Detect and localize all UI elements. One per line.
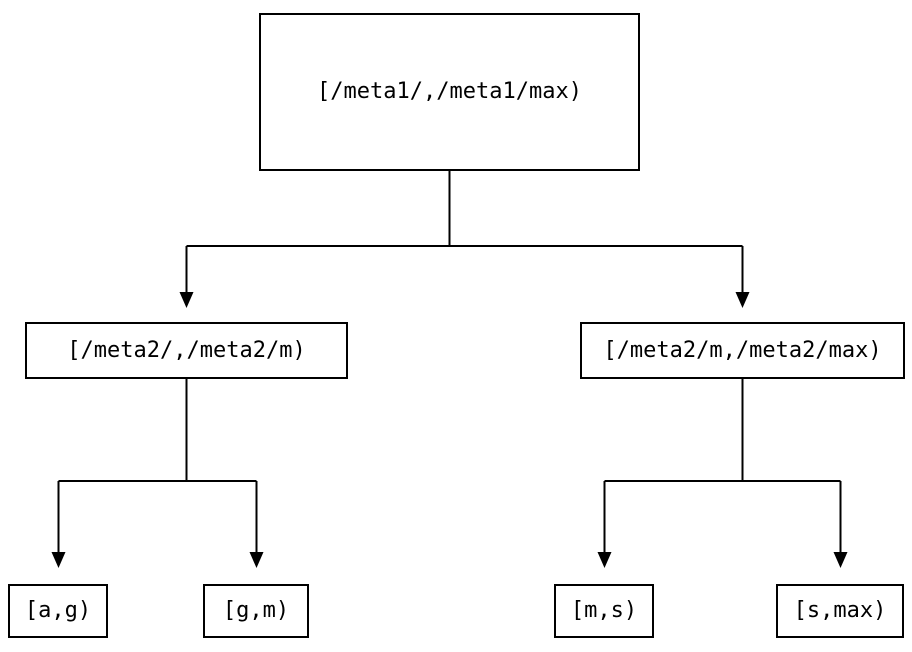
tree-node-leaf-ms: [m,s) [554, 584, 654, 638]
tree-node-root: [/meta1/,/meta1/max) [259, 13, 640, 171]
tree-node-leaf-smax: [s,max) [776, 584, 904, 638]
tree-node-leaf-ag: [a,g) [8, 584, 108, 638]
arrowhead-down-icon [249, 552, 264, 568]
arrowhead-down-icon [597, 552, 612, 568]
tree-node-meta2-low: [/meta2/,/meta2/m) [25, 322, 348, 379]
tree-node-meta2-high: [/meta2/m,/meta2/max) [580, 322, 905, 379]
edge-left-to-leaves [51, 379, 264, 568]
arrowhead-down-icon [179, 292, 194, 308]
edge-root-to-left-and-right [179, 171, 750, 308]
arrowhead-down-icon [735, 292, 750, 308]
tree-node-leaf-gm: [g,m) [203, 584, 309, 638]
edge-right-to-leaves [597, 379, 848, 568]
arrowhead-down-icon [51, 552, 66, 568]
arrowhead-down-icon [833, 552, 848, 568]
